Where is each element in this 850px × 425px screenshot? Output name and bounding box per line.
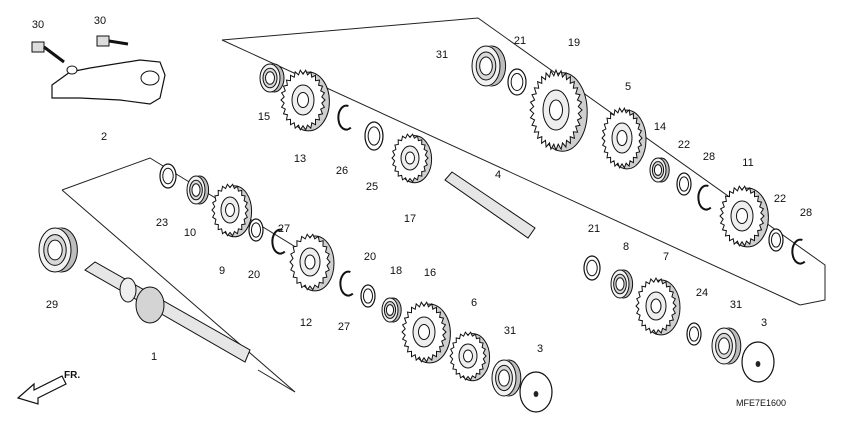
gear-part (601, 107, 647, 170)
lower-frame-left-edge (61, 189, 296, 393)
clip-part (791, 238, 806, 265)
clip-part (697, 184, 712, 211)
callout-31: 31 (730, 299, 742, 311)
washer-part (159, 163, 177, 189)
callout-5: 5 (625, 81, 631, 93)
gear-part (719, 185, 769, 248)
callout-15: 15 (258, 111, 270, 123)
clip-part (337, 104, 352, 131)
callout-1: 1 (151, 351, 157, 363)
lower-frame-bottom-edge (257, 369, 296, 393)
gear-part (289, 233, 335, 292)
washer-part (768, 228, 784, 252)
callout-19: 19 (568, 37, 580, 49)
callout-11: 11 (742, 157, 753, 169)
clip-part (339, 270, 354, 297)
callout-22: 22 (678, 139, 690, 151)
callout-29: 29 (46, 299, 58, 311)
bearing-part (38, 227, 78, 273)
callout-21: 21 (514, 35, 526, 47)
callout-30: 30 (32, 19, 44, 31)
callout-28: 28 (800, 207, 812, 219)
gear-part (529, 68, 588, 152)
callout-10: 10 (184, 227, 196, 239)
callout-14: 14 (654, 121, 666, 133)
callout-25: 25 (366, 181, 378, 193)
gear-part (211, 183, 253, 238)
callout-16: 16 (424, 267, 436, 279)
callout-9: 9 (219, 265, 225, 277)
gear-part (635, 276, 681, 336)
bearing-part (711, 327, 742, 365)
cap-part (519, 371, 553, 413)
callout-4: 4 (495, 169, 501, 181)
bearing-part (186, 175, 210, 205)
washer-part (686, 322, 702, 346)
bearing-part (491, 359, 522, 397)
bearing-part (381, 297, 402, 323)
callout-13: 13 (294, 153, 306, 165)
callout-26: 26 (336, 165, 348, 177)
front-direction-arrow: FR. (16, 370, 80, 405)
callout-23: 23 (156, 217, 168, 229)
callout-17: 17 (404, 213, 416, 225)
callout-18: 18 (390, 265, 402, 277)
cap-part (741, 341, 775, 383)
callout-8: 8 (623, 241, 629, 253)
callout-3: 3 (537, 343, 543, 355)
callout-27: 27 (338, 321, 350, 333)
washer-part (364, 121, 384, 151)
gear-part (401, 301, 451, 364)
callout-21: 21 (588, 223, 600, 235)
callout-22: 22 (774, 193, 786, 205)
clip-part (271, 228, 286, 255)
bearing-part (259, 63, 285, 93)
gear-part (391, 133, 433, 184)
gear-part (449, 331, 491, 382)
direction-label: FR. (64, 370, 80, 381)
washer-part (360, 284, 376, 308)
countershaft-part (444, 171, 536, 239)
lower-shaft-frame (61, 157, 331, 269)
washer-part (676, 172, 692, 196)
bearing-part (649, 157, 670, 183)
callout-27: 27 (278, 223, 290, 235)
washer-part (583, 255, 601, 281)
callout-31: 31 (436, 49, 448, 61)
callout-20: 20 (248, 269, 260, 281)
callout-3: 3 (761, 317, 767, 329)
bolt-part (31, 41, 65, 64)
mainshaft-part (84, 261, 251, 363)
gear-part (280, 69, 330, 132)
callout-12: 12 (300, 317, 312, 329)
callout-31: 31 (504, 325, 516, 337)
bearing-part (610, 269, 634, 299)
callout-6: 6 (471, 297, 477, 309)
washer-part (248, 218, 264, 242)
diagram-code: MFE7E1600 (736, 398, 786, 408)
callout-7: 7 (663, 251, 669, 263)
upper-shaft-frame (221, 17, 826, 306)
bracket-part (51, 59, 166, 105)
washer-part (507, 68, 527, 96)
bolt-part (96, 35, 129, 47)
callout-28: 28 (703, 151, 715, 163)
callout-20: 20 (364, 251, 376, 263)
callout-2: 2 (101, 131, 107, 143)
bearing-part (471, 45, 507, 87)
callout-24: 24 (696, 287, 708, 299)
callout-30: 30 (94, 15, 106, 27)
